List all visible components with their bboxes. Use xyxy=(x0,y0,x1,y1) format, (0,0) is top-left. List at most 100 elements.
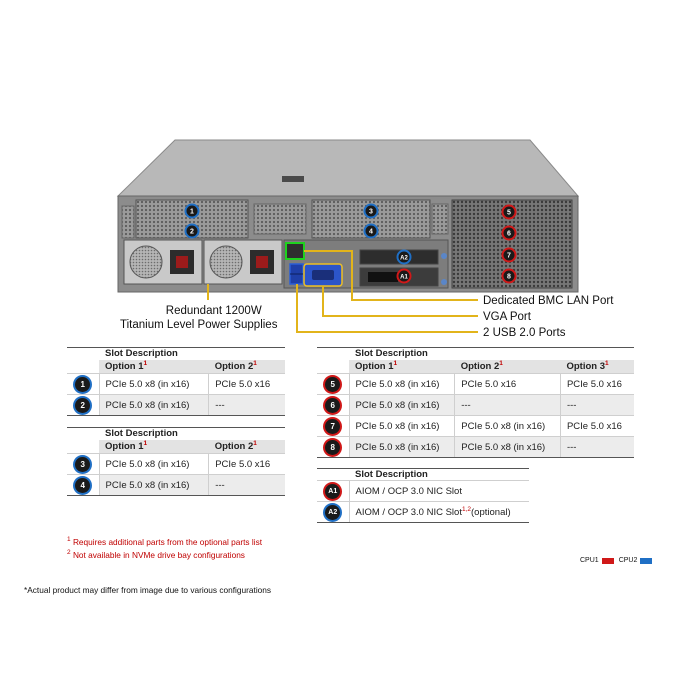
table2-header-option1: Option 11 xyxy=(99,439,209,454)
table-cell: --- xyxy=(454,394,561,416)
table-cell: PCIe 5.0 x8 (in x16) xyxy=(454,436,561,458)
table-cell: PCIe 5.0 x16 xyxy=(559,373,634,395)
table-cell: --- xyxy=(559,394,634,416)
table-cell: PCIe 5.0 x16 xyxy=(559,415,634,437)
table-cell: PCIe 5.0 x8 (in x16) xyxy=(98,373,209,395)
table-row: 8 PCIe 5.0 x8 (in x16)PCIe 5.0 x8 (in x16… xyxy=(317,436,634,458)
table-row: 4 PCIe 5.0 x8 (in x16)--- xyxy=(67,474,285,496)
slot-badge-8: 8 xyxy=(325,439,341,455)
table-cell: --- xyxy=(208,394,285,416)
legend-cpu1-swatch xyxy=(601,557,614,564)
server-badge-label: 6 xyxy=(507,231,511,238)
power-supply-2 xyxy=(203,239,283,285)
cover-label xyxy=(282,176,304,182)
table-row: 7 PCIe 5.0 x8 (in x16)PCIe 5.0 x8 (in x16… xyxy=(317,415,634,437)
note-2: 2 Not available in NVMe drive bay config… xyxy=(67,549,245,560)
table-cell: PCIe 5.0 x16 xyxy=(208,453,285,475)
server-rear-view: 1 2 3 4A2 5 6 7 8 A1 xyxy=(116,139,580,333)
vga-callout: VGA Port xyxy=(483,311,531,323)
server-badge-2 xyxy=(184,223,200,239)
table-cell: PCIe 5.0 x8 (in x16) xyxy=(348,394,455,416)
table-cell: --- xyxy=(559,436,634,458)
server-badge-7 xyxy=(501,247,517,263)
psu-callout-line2: Titanium Level Power Supplies xyxy=(120,319,278,331)
table2-header-option2: Option 21 xyxy=(208,439,285,454)
psu-callout-line1: Redundant 1200W xyxy=(165,305,262,317)
table-cell: PCIe 5.0 x8 (in x16) xyxy=(98,474,209,496)
table1-header-option2: Option 21 xyxy=(208,359,285,374)
slot-badge-6: 6 xyxy=(325,397,341,413)
table-cell: PCIe 5.0 x16 xyxy=(454,373,561,395)
table-row: 3 PCIe 5.0 x8 (in x16)PCIe 5.0 x16 xyxy=(67,453,285,475)
server-badge-label: 2 xyxy=(190,229,194,236)
table-row: A1 AIOM / OCP 3.0 NIC Slot xyxy=(317,480,529,502)
server-badge-1 xyxy=(184,203,200,219)
table2-title: Slot Description xyxy=(99,427,285,440)
server-badge-5 xyxy=(501,204,517,220)
callout-lines xyxy=(207,250,478,333)
slot-table-3: Slot Description Option 11 Option 21 Opt… xyxy=(317,347,634,458)
table-cell: PCIe 5.0 x8 (in x16) xyxy=(98,394,209,416)
table-cell: AIOM / OCP 3.0 NIC Slot xyxy=(348,480,529,502)
server-badge-label: 3 xyxy=(369,209,373,216)
slot-badge-A1: A1 xyxy=(325,483,341,499)
slot-badge-A2: A2 xyxy=(325,504,341,520)
server-badge-8 xyxy=(501,268,517,284)
legend-cpu2-swatch xyxy=(640,557,653,564)
table4-title: Slot Description xyxy=(349,468,529,481)
table1-header-option1: Option 11 xyxy=(99,359,209,374)
table-row: A2 AIOM / OCP 3.0 NIC Slot1,2(optional) xyxy=(317,501,529,523)
server-badge-A2 xyxy=(396,249,412,265)
legend-cpu2-label: CPU2 xyxy=(618,557,638,564)
cpu-legend: CPU1 CPU2 xyxy=(580,557,653,564)
slot-badge-2: 2 xyxy=(75,397,91,413)
chassis-top-cover xyxy=(116,139,580,197)
psu-callout: Redundant 1200W Titanium Level Power Sup… xyxy=(120,304,277,332)
table3-header-option1: Option 11 xyxy=(349,359,455,374)
table3-header-option3: Option 31 xyxy=(560,359,634,374)
server-badge-A1 xyxy=(396,268,412,284)
footnote: *Actual product may differ from image du… xyxy=(24,585,272,595)
slot-badge-7: 7 xyxy=(325,418,341,434)
table-cell: AIOM / OCP 3.0 NIC Slot1,2(optional) xyxy=(348,501,529,523)
server-badge-label: 4 xyxy=(369,229,373,236)
server-badge-label: 8 xyxy=(507,274,511,281)
table-cell: --- xyxy=(208,474,285,496)
table3-header-option2: Option 21 xyxy=(454,359,561,374)
note-1: 1 Requires additional parts from the opt… xyxy=(67,536,263,547)
table-row: 2 PCIe 5.0 x8 (in x16)--- xyxy=(67,394,285,416)
slot-badge-1: 1 xyxy=(75,376,91,392)
server-badge-3 xyxy=(363,203,379,219)
power-supply-1 xyxy=(123,239,203,285)
bmc-callout: Dedicated BMC LAN Port xyxy=(483,295,614,307)
table1-title: Slot Description xyxy=(99,347,285,360)
slot-badge-3: 3 xyxy=(75,456,91,472)
table-cell: PCIe 5.0 x8 (in x16) xyxy=(98,453,209,475)
usb-callout: 2 USB 2.0 Ports xyxy=(483,327,566,339)
table-cell: PCIe 5.0 x8 (in x16) xyxy=(348,373,455,395)
server-badge-6 xyxy=(501,225,517,241)
table-cell: PCIe 5.0 x16 xyxy=(208,373,285,395)
server-badge-label: 7 xyxy=(507,253,511,260)
server-badge-label: A1 xyxy=(400,275,408,281)
table-cell: PCIe 5.0 x8 (in x16) xyxy=(348,436,455,458)
legend-cpu1-label: CPU1 xyxy=(580,557,599,564)
slot-badge-4: 4 xyxy=(75,477,91,493)
server-badge-label: 5 xyxy=(507,210,511,217)
server-badge-label: 1 xyxy=(190,209,194,216)
table-row: 1 PCIe 5.0 x8 (in x16)PCIe 5.0 x16 xyxy=(67,373,285,395)
server-slot-badges: 1 2 3 4A2 5 6 7 8 A1 xyxy=(184,203,517,284)
table-cell: PCIe 5.0 x8 (in x16) xyxy=(348,415,455,437)
table-cell: PCIe 5.0 x8 (in x16) xyxy=(454,415,561,437)
slot-badge-5: 5 xyxy=(325,376,341,392)
server-badge-label: A2 xyxy=(400,256,408,262)
